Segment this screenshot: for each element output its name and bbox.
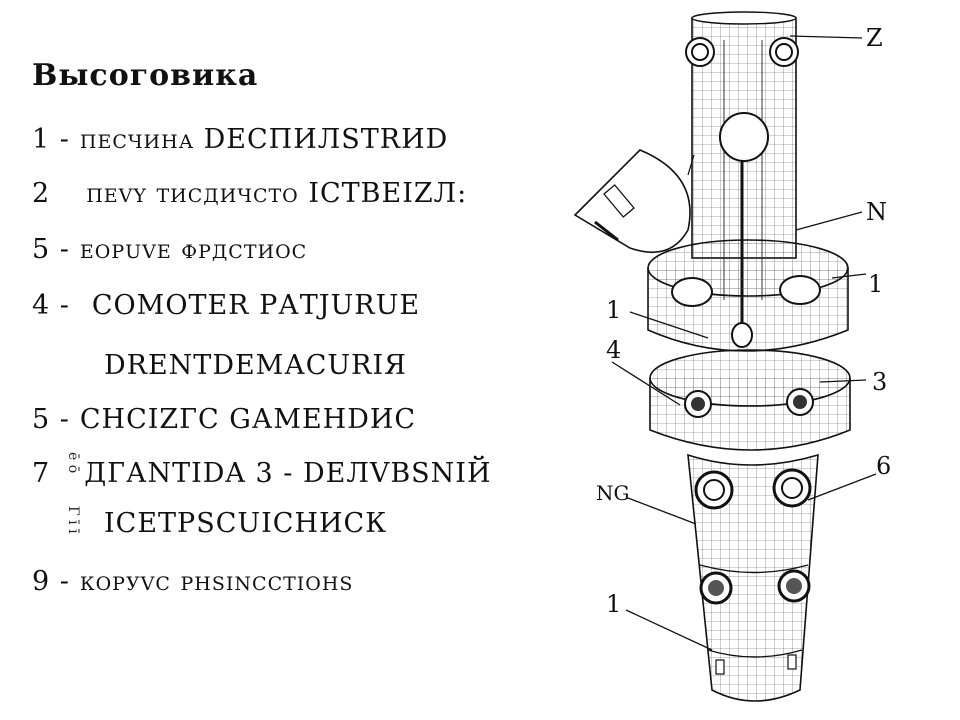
lower-cone: [687, 453, 819, 702]
callout-1-left: 1: [606, 296, 621, 324]
legend-item-number: 7: [32, 458, 51, 489]
detail-inset: [573, 149, 695, 254]
legend-item: 9 - коруvс рнsinсстіонs: [32, 566, 353, 597]
callout-ng: NG: [596, 481, 629, 505]
callout-1-bottom: 1: [606, 590, 621, 618]
legend-item: 7 ДГАNТIDA 3 - DЕЛVВSNIЙ: [32, 458, 492, 489]
legend-item: 5 - СНСІZГС GАМЕНDИС: [32, 404, 416, 435]
legend-item: 1 - песчина DЕСПИЛSTRИD: [32, 124, 448, 155]
legend-item-number: 9 -: [32, 566, 70, 597]
legend-item-text: ДГАNТIDA 3 - DЕЛVВSNIЙ: [84, 458, 492, 489]
leader-lines: [611, 35, 877, 651]
legend-item-text: пеvy тисдичсто ICТВЕIZЛ:: [86, 178, 468, 209]
middle-ring: [649, 349, 851, 451]
legend-item-text: еорuvе фрдстиос: [79, 234, 308, 265]
callout-3: 3: [872, 368, 887, 396]
legend-item-text: СНСІZГС GАМЕНDИС: [79, 404, 417, 435]
legend-title: Высоговика: [32, 58, 259, 93]
legend-panel: Высоговика 1 - песчина DЕСПИЛSTRИD 2 пеvy …: [32, 58, 492, 597]
legend-item: 4 - CОМОТЕR РАТJURUE: [32, 290, 420, 321]
legend-item-number: 5 -: [32, 404, 70, 435]
legend-item-number: 4 -: [32, 290, 70, 321]
legend-item-continuation: ІСЕТРSCUICHИСК: [104, 508, 388, 539]
legend-item-number: 5 -: [32, 234, 70, 265]
legend-item-text: CОМОТЕR РАТJURUE: [91, 290, 421, 321]
top-ports: [685, 37, 799, 162]
callout-z: Z: [866, 24, 883, 52]
legend-item-text: песчина DЕСПИЛSTRИD: [79, 124, 449, 155]
upper-ring: [647, 239, 849, 352]
legend-item-continuation: DRENTDЕМАСURIЯ: [104, 350, 407, 381]
side-mark: Γ ī ī: [65, 506, 81, 534]
callout-1-right: 1: [868, 270, 883, 298]
legend-item-number: 2: [32, 178, 51, 209]
callout-n: N: [866, 198, 887, 226]
callout-4: 4: [606, 336, 621, 364]
legend-item: 5 - еорuvе фрдстиос: [32, 234, 307, 265]
legend-item-number: 1 -: [32, 124, 70, 155]
legend-item: 2 пеvy тисдичсто ICТВЕIZЛ:: [32, 178, 467, 209]
legend-item-text: коруvс рнsinсстіонs: [79, 566, 354, 597]
callout-6: 6: [876, 452, 891, 480]
side-mark: ē ō: [65, 452, 81, 474]
